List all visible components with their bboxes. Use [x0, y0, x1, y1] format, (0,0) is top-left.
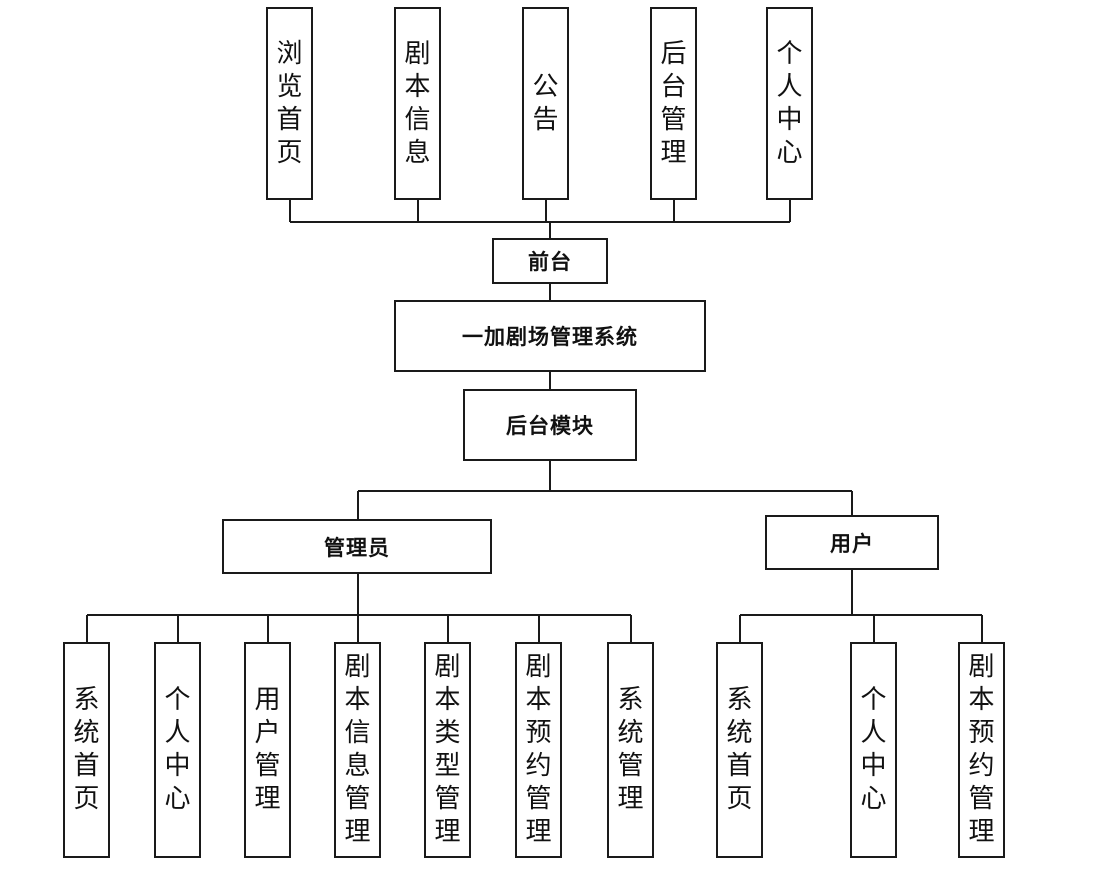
node-backend-label: 后台模块	[506, 414, 594, 438]
node-f1: 浏览首页	[266, 7, 313, 200]
node-a3-label: 用户管理	[254, 685, 281, 814]
node-f3-label: 公告	[532, 71, 559, 135]
node-u3-label: 剧本预约管理	[968, 652, 995, 847]
node-root-label: 一加剧场管理系统	[462, 325, 638, 349]
node-admin-label: 管理员	[324, 535, 390, 560]
node-a2: 个人中心	[154, 642, 201, 858]
node-a1-label: 系统首页	[73, 685, 100, 814]
node-u3: 剧本预约管理	[958, 642, 1005, 858]
node-a3: 用户管理	[244, 642, 291, 858]
node-u2-label: 个人中心	[860, 685, 887, 814]
node-f1-label: 浏览首页	[276, 38, 303, 168]
node-a5: 剧本类型管理	[424, 642, 471, 858]
node-a6: 剧本预约管理	[515, 642, 562, 858]
node-root: 一加剧场管理系统	[394, 300, 706, 372]
node-a4-label: 剧本信息管理	[344, 652, 371, 847]
node-a7-label: 系统管理	[617, 685, 644, 814]
node-f2: 剧本信息	[394, 7, 441, 200]
node-u2: 个人中心	[850, 642, 897, 858]
node-f2-label: 剧本信息	[404, 38, 431, 168]
node-f4: 后台管理	[650, 7, 697, 200]
node-a6-label: 剧本预约管理	[525, 652, 552, 847]
node-a1: 系统首页	[63, 642, 110, 858]
node-user-label: 用户	[830, 531, 874, 556]
node-f5-label: 个人中心	[776, 38, 803, 168]
node-a5-label: 剧本类型管理	[434, 652, 461, 847]
node-user: 用户	[765, 515, 939, 570]
node-admin: 管理员	[222, 519, 492, 574]
node-u1: 系统首页	[716, 642, 763, 858]
node-a7: 系统管理	[607, 642, 654, 858]
node-backend: 后台模块	[463, 389, 637, 461]
node-f5: 个人中心	[766, 7, 813, 200]
node-f4-label: 后台管理	[660, 38, 687, 168]
node-u1-label: 系统首页	[726, 685, 753, 814]
node-a2-label: 个人中心	[164, 685, 191, 814]
node-a4: 剧本信息管理	[334, 642, 381, 858]
node-f3: 公告	[522, 7, 569, 200]
node-frontend: 前台	[492, 238, 608, 284]
node-frontend-label: 前台	[528, 250, 572, 274]
